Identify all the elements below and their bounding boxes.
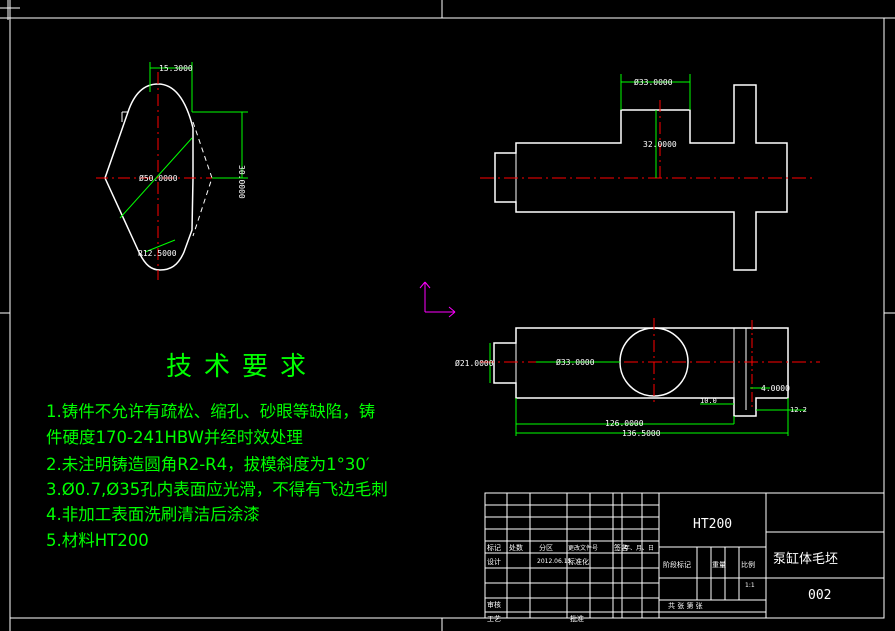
tech-requirement-1: 1.铸件不允许有疏松、缩孔、砂眼等缺陷，铸 (46, 402, 376, 421)
ucs-icon (419, 281, 456, 318)
review-label: 审核 (487, 601, 501, 609)
dim-len1-label: 126.0000 (605, 419, 644, 428)
tech-requirements-title: 技术要求 (166, 352, 319, 382)
part-name-label: 泵缸体毛坯 (773, 552, 839, 567)
dim-mid-label: Ø33.0000 (556, 357, 595, 367)
tech-requirement-2: 2.未注明铸造圆角R2-R4，拔模斜度为1°30′ (46, 455, 370, 474)
dim-len2-label: 136.5000 (622, 429, 661, 438)
row-header-date: 年、月、日 (624, 545, 655, 552)
material-label: HT200 (693, 517, 733, 532)
right-top-view: Ø33.0000 32.0000 (480, 74, 815, 271)
dim-width-label: Ø33.0000 (634, 77, 673, 87)
row-header-signature: 签名 (614, 544, 628, 552)
drawing-number-label: 002 (808, 588, 832, 603)
tech-requirement-5: 5.材料HT200 (46, 531, 149, 550)
tech-requirement-3: 3.Ø0.7,Ø35孔内表面应光滑，不得有飞边毛刺 (46, 480, 388, 499)
row-header-count: 处数 (509, 544, 523, 552)
dim-small2-label: 12.2 (790, 406, 807, 414)
title-block-grid (484, 492, 885, 619)
stage-marks-label: 阶段标记 (663, 561, 691, 569)
row-header-zone: 分区 (539, 544, 553, 552)
tech-requirement-1b: 件硬度170-241HBW并经时效处理 (46, 428, 303, 447)
dim-left-label: Ø21.0000 (455, 358, 494, 368)
dim-radius-label: R12.5000 (138, 249, 177, 258)
dim-height-label: 32.0000 (643, 140, 677, 149)
standardize-label: 标准化 (568, 558, 589, 566)
design-label: 设计 (487, 558, 501, 566)
process-label: 工艺 (487, 615, 501, 623)
design-date: 2012.06.15 (537, 558, 572, 565)
left-view: 15.3000 30.0000 Ø50.0000 R12.5000 (96, 62, 248, 280)
dim-right-label: 4.0000 (761, 384, 790, 393)
row-header-change-doc: 更改文件号 (568, 545, 599, 552)
right-bottom-view: Ø21.0000 Ø33.0000 4.0000 10.0 12.2 126.0… (455, 318, 820, 438)
sheets-label: 共 张 第 张 (668, 602, 703, 610)
dim-top-label: 15.3000 (159, 64, 193, 73)
dim-right-label: 30.0000 (237, 165, 246, 199)
scale-label: 比例 (741, 561, 755, 569)
tech-requirement-4: 4.非加工表面洗刷清洁后涂漆 (46, 505, 260, 524)
scale-value: 1:1 (745, 582, 755, 589)
dim-small-label: 10.0 (700, 397, 717, 405)
approve-label: 批准 (570, 615, 584, 623)
weight-label: 重量 (712, 561, 726, 569)
row-header-mark: 标记 (487, 544, 501, 552)
dim-center-label: Ø50.0000 (139, 173, 178, 183)
